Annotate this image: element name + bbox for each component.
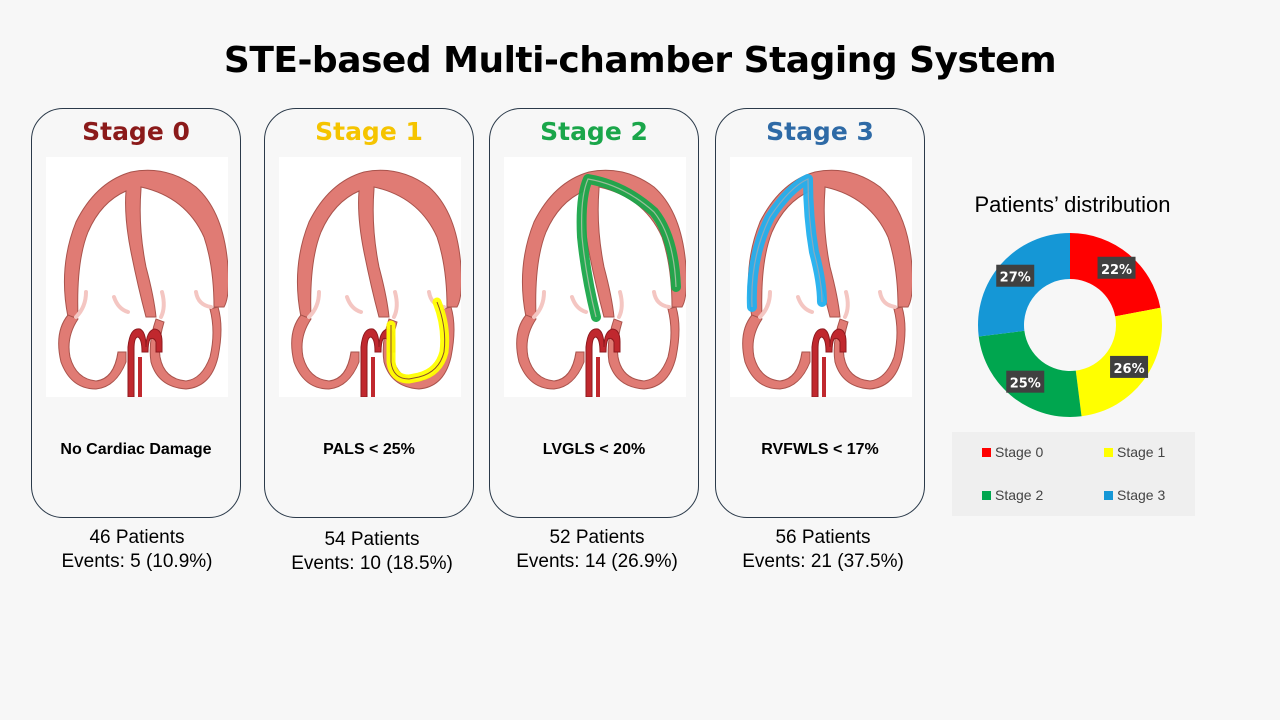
legend-label: Stage 1: [1117, 444, 1166, 460]
stage-title: Stage 0: [82, 117, 190, 146]
stage-stats-0: 46 Patients Events: 5 (10.9%): [27, 526, 247, 574]
stage-card-2: Stage 2 LVGLS < 20%: [489, 108, 699, 518]
stage-card-3: Stage 3 RVFWLS < 17%: [715, 108, 925, 518]
data-label-box: [1006, 370, 1045, 393]
data-label: 22%: [1097, 256, 1136, 279]
stage-stats-1: 54 Patients Events: 10 (18.5%): [262, 528, 482, 576]
patients-count: 56 Patients: [775, 527, 871, 548]
events-count: Events: 21 (37.5%): [742, 551, 904, 572]
legend-item-stage-3: Stage 3: [1104, 487, 1165, 503]
stage-title: Stage 2: [540, 117, 648, 146]
stage-stats-3: 56 Patients Events: 21 (37.5%): [713, 526, 933, 574]
stage-title: Stage 3: [766, 117, 874, 146]
stage-card-0: Stage 0 No Cardiac Damage: [31, 108, 241, 518]
data-label-text: 27%: [1000, 271, 1031, 286]
legend-label: Stage 3: [1117, 487, 1166, 503]
heart-icon: [742, 169, 913, 398]
legend-item-stage-2: Stage 2: [982, 487, 1043, 503]
stage-criterion: PALS < 25%: [323, 441, 415, 458]
stage-title: Stage 1: [315, 117, 423, 146]
events-count: Events: 14 (26.9%): [516, 551, 678, 572]
patients-count: 52 Patients: [549, 527, 645, 548]
page-title: STE-based Multi-chamber Staging System: [223, 40, 1057, 81]
legend-swatch: [1104, 490, 1113, 500]
heart-diagram: [279, 157, 462, 398]
donut-chart: 22% 26% 25% 27%: [978, 233, 1162, 417]
legend-label: Stage 2: [995, 487, 1044, 503]
heart-diagram: [730, 157, 913, 398]
data-label-box: [1110, 355, 1149, 378]
data-label-text: 25%: [1010, 377, 1041, 392]
stage-stats-2: 52 Patients Events: 14 (26.9%): [487, 526, 707, 574]
legend-swatch: [982, 447, 991, 457]
stage-criterion: RVFWLS < 17%: [761, 441, 879, 458]
chart-legend: Stage 0 Stage 1 Stage 2 Stage 3: [952, 432, 1195, 516]
chart-title: Patients’ distribution: [974, 192, 1171, 217]
legend-label: Stage 0: [995, 444, 1044, 460]
legend-swatch: [1104, 447, 1113, 457]
heart-icon: [58, 169, 229, 398]
patients-count: 54 Patients: [324, 529, 420, 550]
legend-swatch: [982, 490, 991, 500]
stage-card-1: Stage 1 PALS < 25%: [264, 108, 474, 518]
events-count: Events: 10 (18.5%): [291, 553, 453, 574]
legend-item-stage-0: Stage 0: [982, 444, 1043, 460]
data-label-text: 22%: [1101, 263, 1132, 278]
patients-count: 46 Patients: [89, 527, 185, 548]
data-label-text: 26%: [1113, 362, 1144, 377]
heart-diagram: [504, 157, 687, 398]
heart-icon: [516, 169, 687, 398]
legend-item-stage-1: Stage 1: [1104, 444, 1165, 460]
events-count: Events: 5 (10.9%): [61, 551, 213, 572]
data-label: 25%: [1006, 370, 1045, 393]
data-label-box: [996, 264, 1035, 287]
data-label-box: [1097, 256, 1136, 279]
heart-diagram: [46, 157, 229, 398]
stage-criterion: No Cardiac Damage: [60, 441, 212, 458]
data-label: 26%: [1110, 355, 1149, 378]
stage-criterion: LVGLS < 20%: [542, 441, 646, 458]
data-label: 27%: [996, 264, 1035, 287]
